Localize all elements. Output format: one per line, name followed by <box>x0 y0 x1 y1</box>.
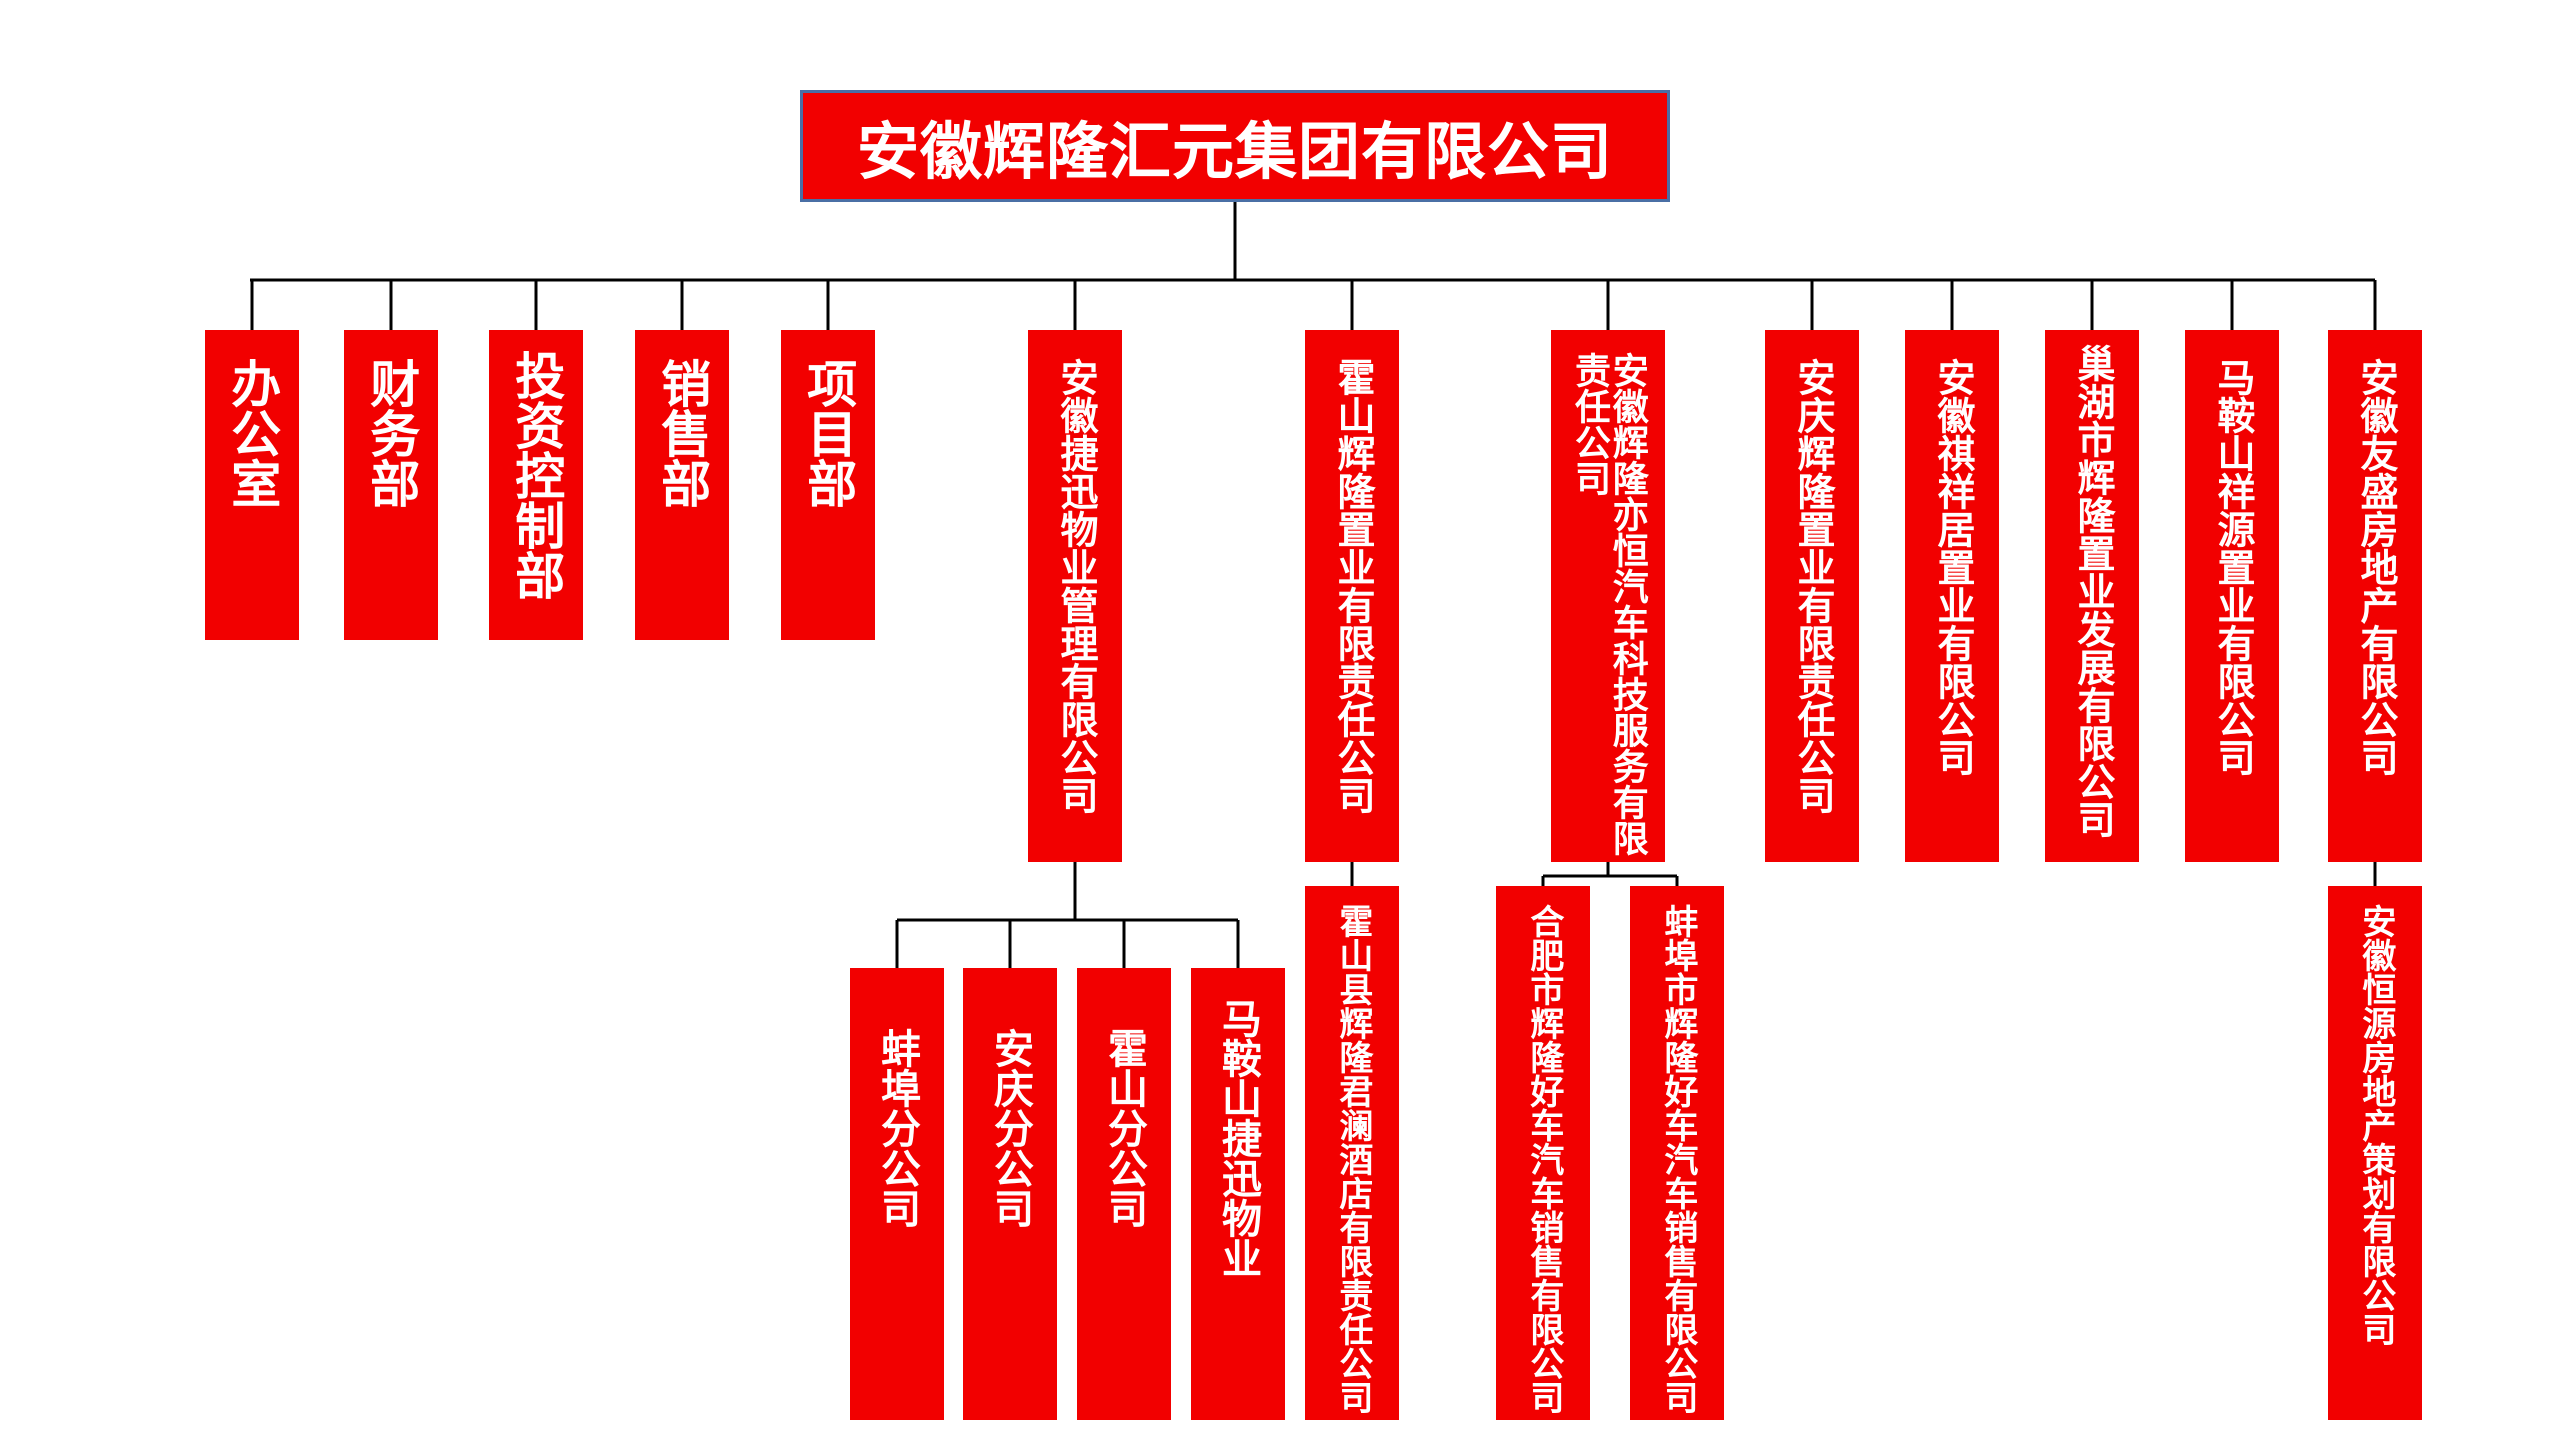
dept-investment-control: 投资控制部 <box>489 330 583 640</box>
company-chaohu-zhiye: 巢湖市辉隆置业发展有限公司 <box>2045 330 2139 862</box>
root-company-box: 安徽辉隆汇元集团有限公司 <box>800 90 1670 202</box>
dept-sales: 销售部 <box>635 330 729 640</box>
company-qixiangju-zhiye: 安徽祺祥居置业有限公司 <box>1905 330 1999 862</box>
dept-finance: 财务部 <box>344 330 438 640</box>
dept-label: 项目部 <box>799 358 858 508</box>
branch-label: 马鞍山捷迅物业 <box>1215 998 1261 1278</box>
company-junlan-hotel: 霍山县辉隆君澜酒店有限责任公司 <box>1305 886 1399 1420</box>
company-label: 巢湖市辉隆置业发展有限公司 <box>2070 344 2115 838</box>
company-label: 安徽祺祥居置业有限公司 <box>1930 358 1975 776</box>
company-label: 安徽捷迅物业管理有限公司 <box>1053 358 1098 814</box>
company-label: 霍山辉隆置业有限责任公司 <box>1330 358 1375 814</box>
company-label: 马鞍山祥源置业有限公司 <box>2210 358 2255 776</box>
branch-label: 霍山分公司 <box>1101 1028 1147 1228</box>
company-label: 安庆辉隆置业有限责任公司 <box>1790 358 1835 814</box>
company-label: 安徽友盛房地产有限公司 <box>2353 358 2398 776</box>
company-yiheng-auto: 安徽辉隆亦恒汽车科技服务有限责任公司 <box>1551 330 1665 862</box>
branch-label: 蚌埠分公司 <box>874 1028 920 1228</box>
company-bengbu-haoche: 蚌埠市辉隆好车汽车销售有限公司 <box>1630 886 1724 1420</box>
dept-office: 办公室 <box>205 330 299 640</box>
branch-maanshan-jiexun: 马鞍山捷迅物业 <box>1191 968 1285 1420</box>
branch-bengbu: 蚌埠分公司 <box>850 968 944 1420</box>
company-label: 安徽恒源房地产策划有限公司 <box>2355 904 2396 1346</box>
branch-anqing: 安庆分公司 <box>963 968 1057 1420</box>
company-label: 安徽辉隆亦恒汽车科技服务有限责任公司 <box>1569 352 1648 856</box>
company-label: 蚌埠市辉隆好车汽车销售有限公司 <box>1657 904 1698 1414</box>
branch-huoshan: 霍山分公司 <box>1077 968 1171 1420</box>
company-anqing-zhiye: 安庆辉隆置业有限责任公司 <box>1765 330 1859 862</box>
company-label: 合肥市辉隆好车汽车销售有限公司 <box>1523 904 1564 1414</box>
dept-project: 项目部 <box>781 330 875 640</box>
company-yousheng-realestate: 安徽友盛房地产有限公司 <box>2328 330 2422 862</box>
dept-label: 办公室 <box>223 358 282 508</box>
dept-label: 投资控制部 <box>507 350 566 600</box>
company-hefei-haoche: 合肥市辉隆好车汽车销售有限公司 <box>1496 886 1590 1420</box>
branch-label: 安庆分公司 <box>987 1028 1033 1228</box>
root-company-label: 安徽辉隆汇元集团有限公司 <box>856 115 1613 188</box>
company-label: 霍山县辉隆君澜酒店有限责任公司 <box>1332 904 1373 1414</box>
company-jiexun-property: 安徽捷迅物业管理有限公司 <box>1028 330 1122 862</box>
company-huoshan-zhiye: 霍山辉隆置业有限责任公司 <box>1305 330 1399 862</box>
dept-label: 财务部 <box>362 358 421 508</box>
dept-label: 销售部 <box>653 358 712 508</box>
company-hengyuan-planning: 安徽恒源房地产策划有限公司 <box>2328 886 2422 1420</box>
company-maanshan-xiangyuan: 马鞍山祥源置业有限公司 <box>2185 330 2279 862</box>
